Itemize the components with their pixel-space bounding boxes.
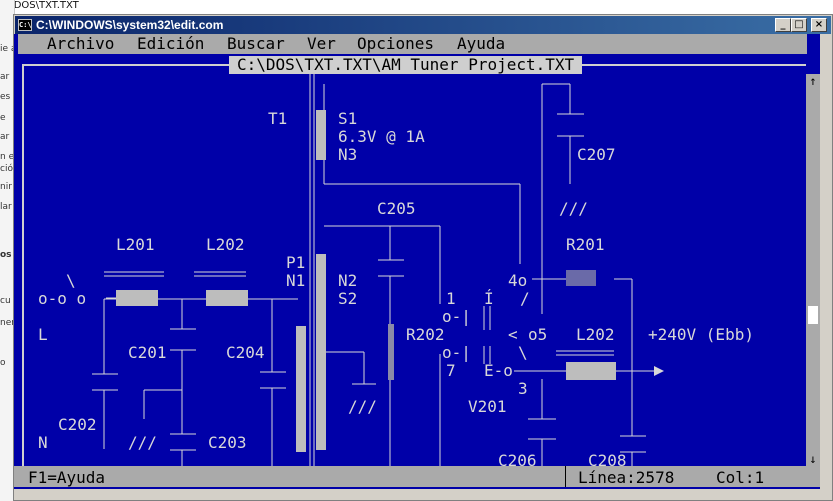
arrow-head-icon	[654, 366, 664, 376]
label-n2: N2	[338, 271, 357, 290]
label-io2: o-|	[442, 343, 471, 362]
status-line: Línea:2578	[578, 468, 675, 487]
label-r202: R202	[406, 325, 445, 344]
window-titlebar[interactable]: C:\ C:\WINDOWS\system32\edit.com _ □ ×	[15, 16, 831, 34]
label-sw-slash: \	[66, 271, 76, 290]
menu-edicion[interactable]: Edición	[137, 34, 205, 53]
background-fragment: es	[0, 92, 11, 102]
label-63v: 6.3V @ 1A	[338, 127, 425, 146]
label-l202a: L202	[206, 235, 245, 254]
label-c202: C202	[58, 415, 97, 434]
label-sw: o-o o	[38, 289, 86, 308]
console-area	[14, 34, 820, 489]
menu-ver[interactable]: Ver	[307, 34, 336, 53]
label-c205: C205	[377, 199, 416, 218]
label-s2: S2	[338, 289, 357, 308]
frame-left-line	[22, 64, 24, 466]
label-c208: C208	[588, 451, 627, 466]
background-fragment: ie a	[0, 44, 15, 54]
menu-bar: Archivo Edición Buscar Ver Opciones Ayud…	[18, 34, 807, 54]
label-sl1: /	[520, 289, 530, 308]
background-fragment: ar	[0, 132, 10, 142]
background-fragment: ción	[0, 164, 14, 174]
label-v201: V201	[468, 397, 507, 416]
label-pin1: 1	[446, 289, 456, 308]
scroll-thumb[interactable]	[808, 306, 818, 324]
label-240v: +240V (Ebb)	[648, 325, 754, 344]
label-r201: R201	[566, 235, 605, 254]
label-t1: T1	[268, 109, 287, 128]
label-lt: <	[508, 325, 518, 344]
label-n: N	[38, 433, 48, 452]
background-fragment: os	[0, 250, 12, 260]
schematic-lines	[92, 74, 654, 466]
label-pin5: o5	[528, 325, 547, 344]
label-ff3: ///	[128, 433, 157, 452]
background-title-text: C:\DOS\TXT.TXT	[0, 0, 79, 11]
label-i-acc: Í	[484, 289, 494, 308]
label-l202b: L202	[576, 325, 615, 344]
label-l: L	[38, 325, 48, 344]
background-fragment: lar c	[0, 202, 14, 212]
menu-buscar[interactable]: Buscar	[227, 34, 285, 53]
maximize-button[interactable]: □	[791, 18, 807, 32]
circuit-schematic: T1 S1 6.3V @ 1A N3 C207 /// C205 L201 L2…	[38, 74, 754, 466]
label-c206: C206	[498, 451, 537, 466]
close-button[interactable]: ×	[811, 18, 827, 32]
background-fragment: cu	[0, 296, 11, 306]
label-p1: P1	[286, 253, 305, 272]
label-ff2: ///	[348, 397, 377, 416]
menu-archivo[interactable]: Archivo	[47, 34, 115, 53]
label-c204: C204	[226, 343, 265, 362]
scroll-down-arrow-icon[interactable]: ↓	[809, 452, 817, 466]
status-help[interactable]: F1=Ayuda	[28, 468, 106, 487]
label-pin7: 7	[446, 361, 456, 380]
label-n1: N1	[286, 271, 305, 290]
label-eo: E-o	[484, 361, 513, 380]
background-fragment: e	[0, 113, 6, 123]
background-fragment: nir	[0, 182, 12, 192]
console-icon[interactable]: C:\	[18, 19, 32, 31]
background-fragment: n es	[0, 152, 15, 162]
label-l201: L201	[116, 235, 155, 254]
menu-opciones[interactable]: Opciones	[357, 34, 435, 53]
component-blocks	[116, 110, 616, 452]
background-fragment: ner	[0, 318, 15, 328]
label-ff1: ///	[559, 199, 588, 218]
scroll-up-arrow-icon[interactable]: ↑	[809, 74, 817, 88]
label-pin4: 4o	[508, 271, 527, 290]
label-c203: C203	[208, 433, 247, 452]
vertical-scrollbar[interactable]: ↑ ↓	[806, 74, 820, 466]
menu-ayuda[interactable]: Ayuda	[457, 34, 506, 53]
minimize-button[interactable]: _	[775, 18, 791, 32]
status-col: Col:1	[716, 468, 765, 487]
status-separator	[565, 466, 566, 487]
label-c201: C201	[128, 343, 167, 362]
background-fragment: o	[0, 358, 6, 368]
label-c207: C207	[577, 145, 616, 164]
status-bar: F1=Ayuda Línea:2578 Col:1	[14, 466, 820, 487]
label-n3: N3	[338, 145, 357, 164]
label-sl2: \	[518, 343, 528, 362]
background-fragment: ar	[0, 72, 10, 82]
window-title: C:\WINDOWS\system32\edit.com	[36, 18, 224, 32]
label-pin3: 3	[518, 379, 528, 398]
label-io1: o-|	[442, 307, 471, 326]
label-s1: S1	[338, 109, 357, 128]
file-name-tab: C:\DOS\TXT.TXT\AM Tuner Project.TXT	[229, 56, 583, 74]
background-window-title: C:\DOS\TXT.TXT	[0, 0, 833, 14]
